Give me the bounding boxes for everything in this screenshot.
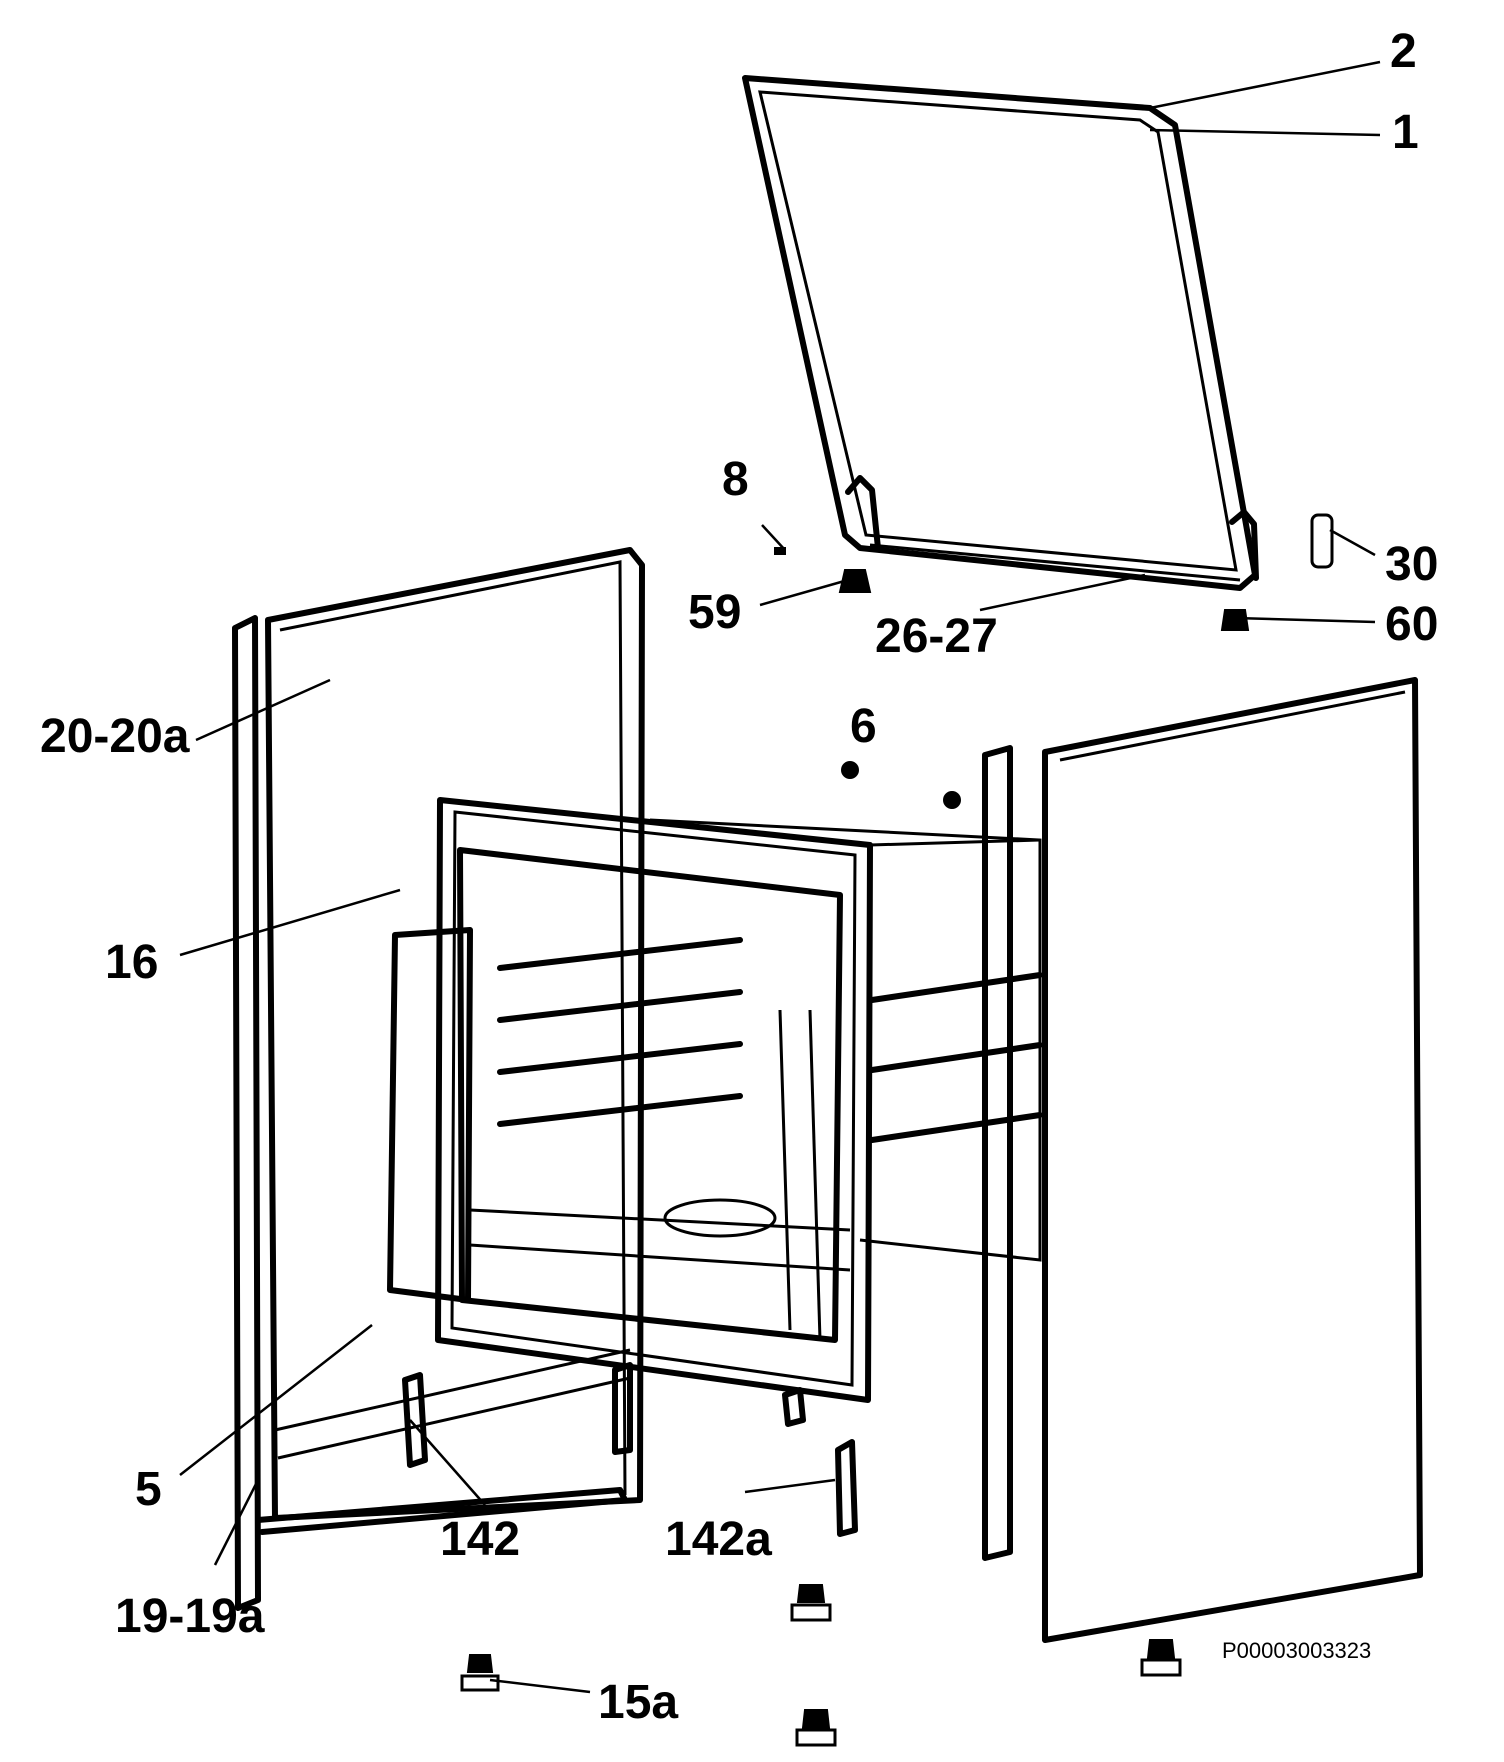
right-side-panel (835, 677, 1423, 1643)
part-labels: 2 1 8 30 59 26-27 60 20-20a 6 16 5 142 1… (40, 25, 1438, 1729)
label-30: 30 (1385, 538, 1438, 591)
feet (460, 1584, 1182, 1747)
label-1: 1 (1392, 106, 1419, 159)
left-side-panel (232, 547, 645, 1611)
label-142a: 142a (665, 1513, 772, 1566)
hinge-parts (774, 513, 1334, 631)
leader-lines (179, 60, 1381, 1694)
label-6: 6 (850, 700, 877, 753)
label-142: 142 (440, 1513, 520, 1566)
diagram-code: P00003003323 (1222, 1638, 1371, 1663)
top-lid (742, 75, 1259, 591)
label-59: 59 (688, 586, 741, 639)
label-15a: 15a (598, 1676, 678, 1729)
oven-cavity (387, 761, 1043, 1427)
label-16: 16 (105, 936, 158, 989)
label-5: 5 (135, 1463, 162, 1516)
label-20-20a: 20-20a (40, 710, 190, 763)
label-26-27: 26-27 (875, 610, 998, 663)
label-2: 2 (1390, 25, 1417, 78)
label-60: 60 (1385, 598, 1438, 651)
label-8: 8 (722, 453, 749, 506)
label-19-19a: 19-19a (115, 1590, 265, 1643)
